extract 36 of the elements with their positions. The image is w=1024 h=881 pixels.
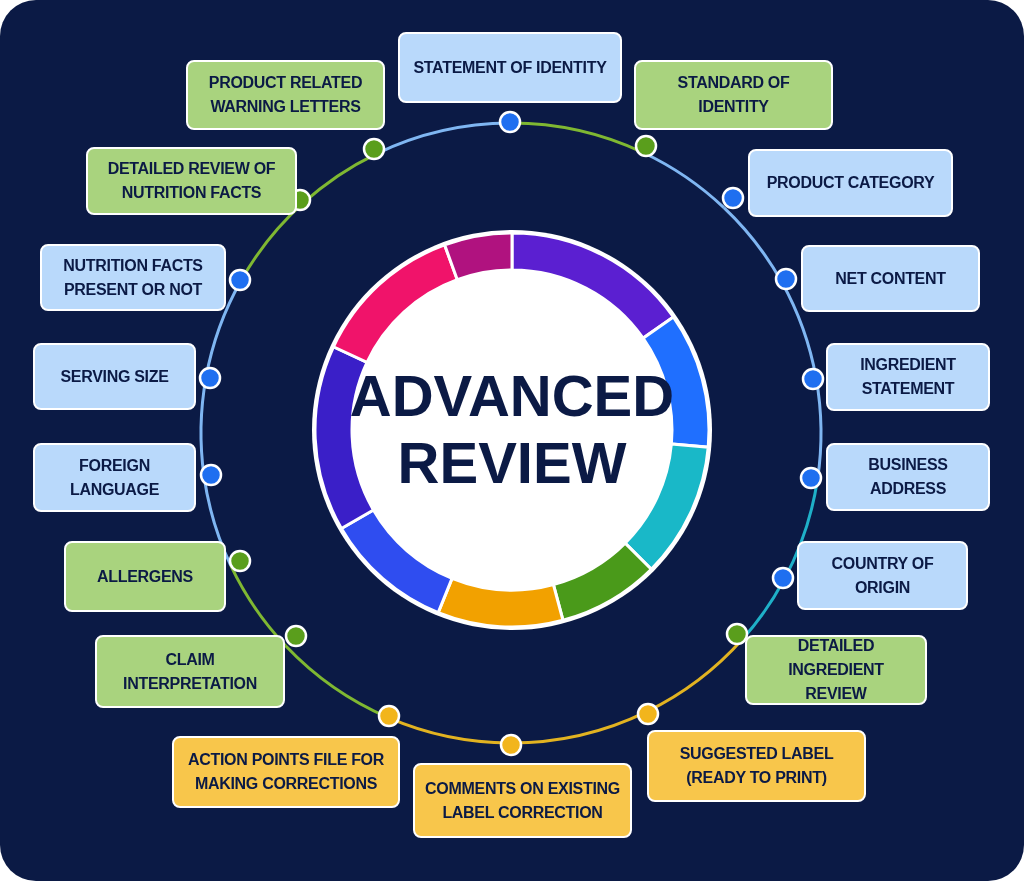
topic-box: [647, 730, 866, 802]
topic-box: [40, 244, 226, 311]
topic-box: [95, 635, 285, 708]
box-label: STATEMENT OF IDENTITY: [413, 57, 607, 78]
box-label: CLAIM INTERPRETATION: [122, 649, 258, 694]
box-label: SUGGESTED LABEL (READY TO PRINT): [678, 744, 835, 788]
topic-box: [413, 763, 632, 838]
topic-box: [797, 541, 968, 610]
topic-box: [64, 541, 226, 612]
topic-box: [826, 343, 990, 411]
box-label: ACTION POINTS FILE FOR MAKING CORRECTIONS: [186, 750, 386, 794]
topic-box: [172, 736, 400, 808]
topic-box: [33, 343, 196, 410]
box-label: COUNTRY OF ORIGIN: [830, 553, 935, 598]
topic-box: [801, 245, 980, 312]
box-label: PRODUCT RELATED WARNING LETTERS: [207, 73, 364, 117]
box-label: PRODUCT CATEGORY: [766, 173, 935, 193]
topic-box: [634, 60, 833, 130]
box-label: DETAILED REVIEW OF NUTRITION FACTS: [106, 159, 277, 203]
topic-box: [826, 443, 990, 511]
topic-box: [33, 443, 196, 512]
box-label: NUTRITION FACTS PRESENT OR NOT: [62, 255, 204, 300]
box-label: FOREIGN LANGUAGE: [68, 455, 161, 500]
topic-box: [748, 149, 953, 217]
box-label: DETAILED INGREDIENT REVIEW: [787, 636, 885, 704]
box-label: BUSINESS ADDRESS: [867, 455, 949, 499]
box-label: STANDARD OF IDENTITY: [676, 73, 791, 117]
box-label: NET CONTENT: [835, 268, 946, 289]
box-label: COMMENTS ON EXISTING LABEL CORRECTION: [425, 778, 620, 823]
box-label: INGREDIENT STATEMENT: [859, 355, 957, 399]
box-label: ALLERGENS: [97, 566, 193, 587]
topic-box: [86, 147, 297, 215]
topic-box: [186, 60, 385, 130]
topic-box: [745, 635, 927, 705]
box-label: SERVING SIZE: [60, 366, 169, 387]
topic-box: [398, 32, 622, 103]
